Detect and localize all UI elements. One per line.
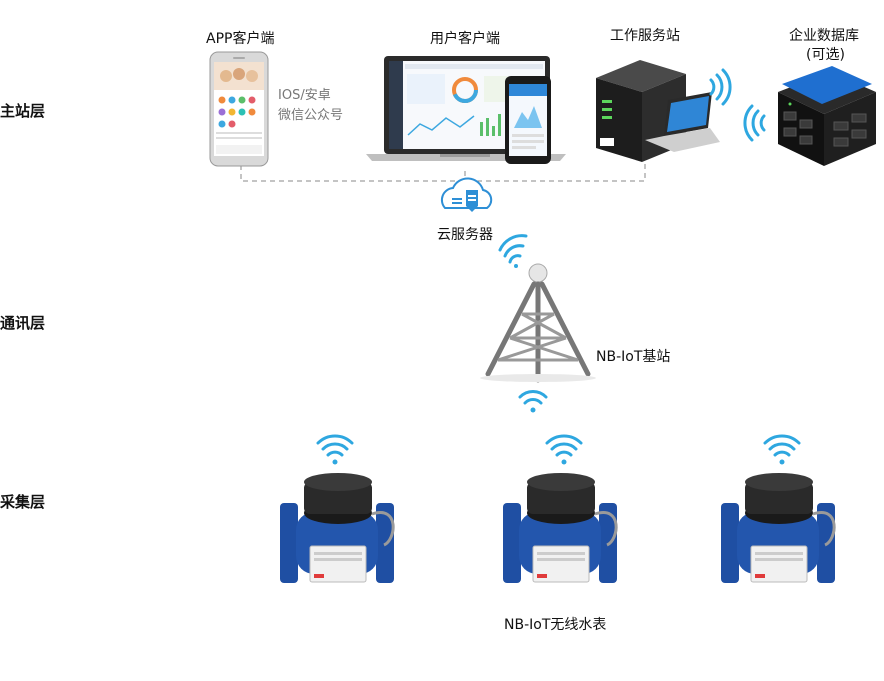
wifi-icon-meter-2 [545, 434, 583, 465]
app-wechat-text: 微信公众号 [278, 108, 344, 123]
layer-label-collect: 采集层 [0, 493, 46, 511]
base-station-label: NB-IoT基站 [596, 349, 671, 365]
enterprise-db-optional: (可选) [806, 47, 845, 63]
water-meter-3 [721, 434, 836, 583]
work-station-title: 工作服务站 [610, 28, 680, 44]
app-client-title: APP客户端 [206, 31, 275, 47]
cloud-server-label: 云服务器 [437, 227, 493, 243]
wifi-icon-tower-bottom [518, 390, 548, 413]
water-meter-2 [503, 434, 618, 583]
wifi-icon-station [709, 68, 732, 106]
user-client-title: 用户客户端 [430, 31, 500, 47]
wifi-icon-meter-1 [316, 434, 354, 465]
enterprise-db-title: 企业数据库 [789, 28, 859, 44]
work-station-server-icon [596, 60, 720, 162]
wifi-icon-tower-top [498, 234, 528, 268]
mobile-app-icon [505, 76, 551, 164]
app-platform-text: IOS/安卓 [278, 88, 331, 103]
wifi-icon-database [743, 104, 766, 142]
water-meter-1 [280, 434, 395, 583]
base-station-tower-icon [480, 263, 596, 383]
database-server-icon [778, 66, 876, 166]
smartphone-icon [209, 51, 269, 167]
wifi-icon-meter-3 [763, 434, 801, 465]
water-meter-label: NB-IoT无线水表 [504, 617, 607, 633]
cloud-server-icon [440, 177, 493, 212]
connection-lines [240, 160, 646, 195]
layer-label-master: 主站层 [0, 102, 46, 120]
layer-label-comm: 通讯层 [0, 314, 46, 332]
